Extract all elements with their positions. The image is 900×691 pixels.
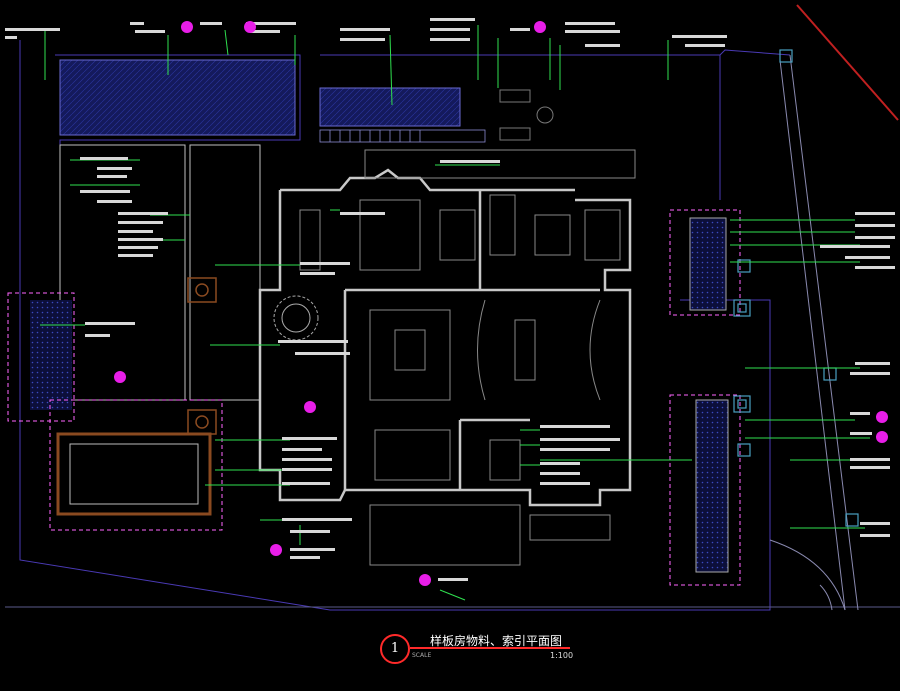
round-table <box>273 295 319 341</box>
lounge-chairs <box>499 89 554 141</box>
leader-lines <box>40 25 870 601</box>
scale-value: 1:100 <box>550 651 574 660</box>
scale-label: SCALE <box>412 652 432 659</box>
columns <box>733 49 859 527</box>
index-number-circle: 1 <box>380 634 410 664</box>
drawing-title: 样板房物料、索引平面图 <box>430 634 563 648</box>
left-pink-pool <box>7 292 75 422</box>
title-underline <box>410 647 570 649</box>
drawing-title-block: 1 样板房物料、索引平面图 SCALE 1:100 <box>340 632 580 668</box>
pool-top-middle <box>319 87 461 127</box>
site-outline <box>5 40 900 611</box>
left-garden <box>59 144 261 401</box>
pool-top-left <box>59 59 296 136</box>
site-boundary-line <box>796 4 899 121</box>
index-markers <box>114 21 888 586</box>
annotation-notes <box>5 18 895 581</box>
lower-left-deck <box>49 399 223 531</box>
house-walls <box>258 168 632 507</box>
right-walkway <box>769 54 859 611</box>
right-pink-strip-bottom <box>669 394 741 586</box>
steps <box>319 129 486 143</box>
house-inner-lines <box>299 149 636 566</box>
